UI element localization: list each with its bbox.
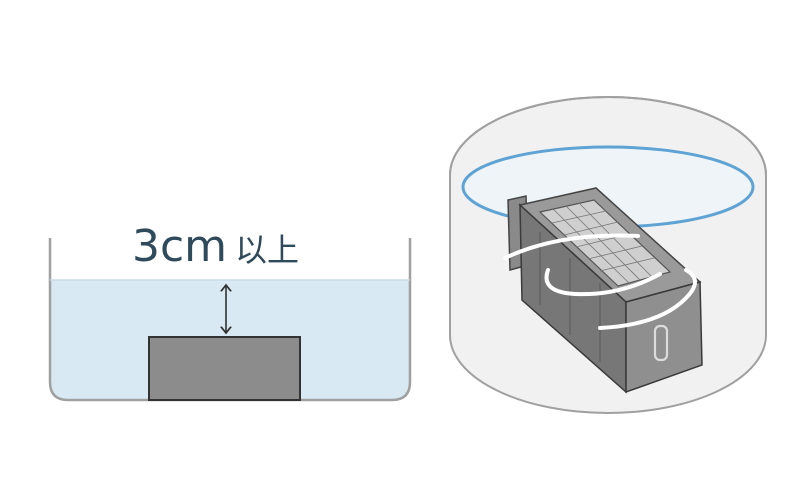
basket-handle-slot	[653, 324, 669, 362]
flow-arrow-top	[503, 233, 640, 260]
basket-end-panel	[625, 281, 703, 394]
flow-arrow-middle	[544, 268, 662, 297]
flow-arrow-bottom	[598, 268, 697, 330]
mesh-grid	[551, 202, 655, 284]
submerged-block	[148, 336, 301, 401]
depth-label-suffix: 以上	[235, 231, 299, 269]
flow-arrows	[503, 233, 697, 330]
filter-basket	[507, 187, 703, 394]
depth-label-value: 3cm	[132, 221, 227, 272]
tank-rim-back	[449, 96, 767, 176]
right-figure	[449, 96, 767, 414]
basket-mesh	[538, 199, 672, 287]
